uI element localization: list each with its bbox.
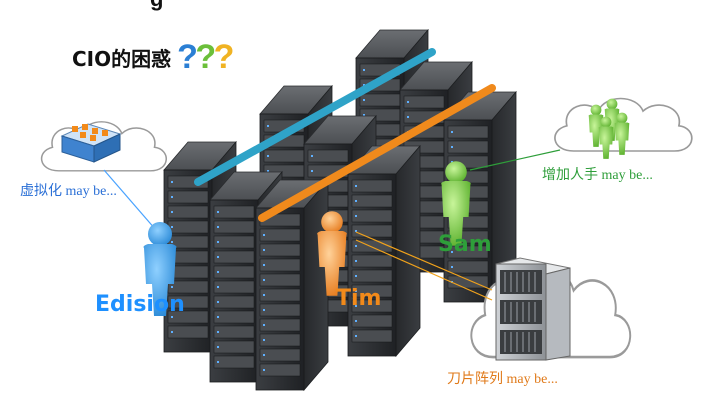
title-group: CIO的困惑 ? ? ? (72, 40, 234, 74)
virtualization-cloud (40, 121, 168, 172)
sam-label: Sam (438, 232, 492, 257)
server-rack (347, 145, 421, 357)
add-staff-caption: 增加人手 may be... (542, 168, 653, 183)
diagram-title: CIO的困惑 (72, 46, 172, 71)
pointer-line (355, 231, 493, 291)
blade-array-cloud (470, 257, 632, 361)
pointer-line (469, 149, 561, 171)
virtualization-icon (60, 123, 122, 163)
blade-array-caption: 刀片阵列 may be... (447, 372, 558, 387)
blue-cable (194, 48, 436, 186)
add-staff-cloud (554, 97, 693, 159)
pointer-line (103, 169, 157, 231)
tim-label: Tim (336, 286, 382, 311)
cut-off-heading: g (150, 0, 163, 12)
blade-server-icon (495, 257, 571, 361)
pointer-line (355, 239, 493, 301)
virtualization-caption: 虚拟化 may be... (20, 184, 117, 199)
question-marks: ? ? ? (177, 40, 234, 74)
orange-cable (258, 84, 496, 222)
edision-label: Edision (95, 292, 185, 317)
